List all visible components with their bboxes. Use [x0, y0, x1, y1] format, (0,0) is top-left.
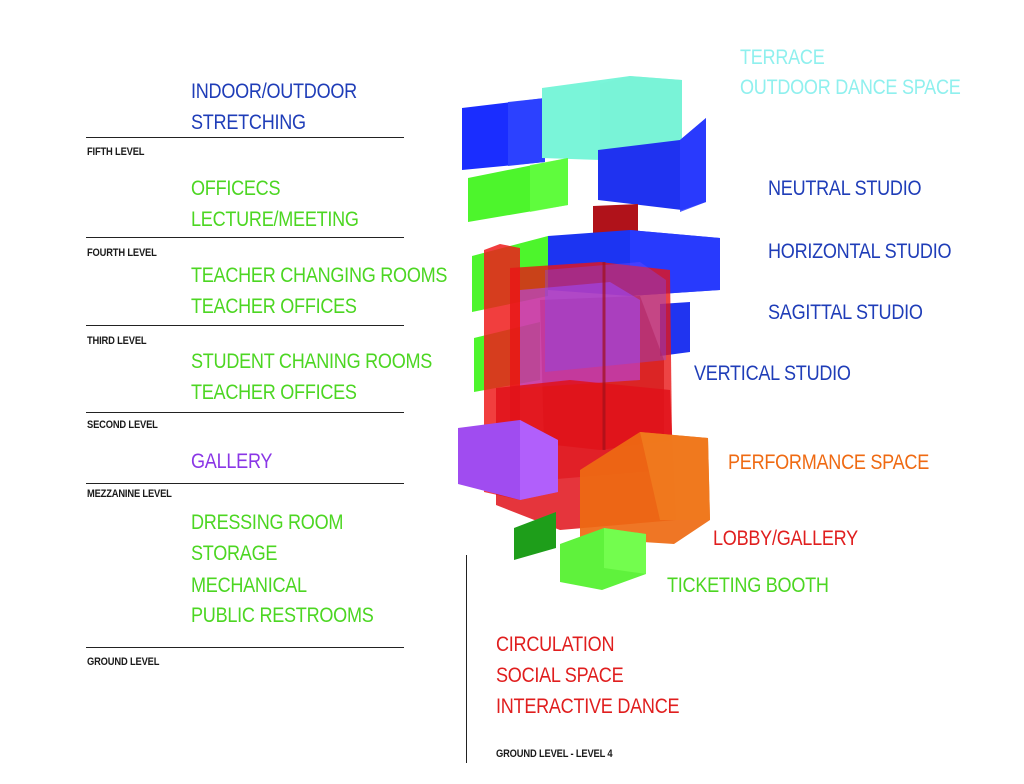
- horizontal-studio-label: HORIZONTAL STUDIO: [768, 240, 952, 263]
- fifth-level-label: FIFTH LEVEL: [87, 146, 145, 158]
- ground-level-label: GROUND LEVEL: [87, 656, 160, 668]
- terrace-label: TERRACE: [740, 46, 825, 69]
- social-space-label: SOCIAL SPACE: [496, 664, 624, 687]
- fourth-level-label: FOURTH LEVEL: [87, 247, 157, 259]
- fifth-level-item-1: INDOOR/OUTDOOR: [191, 80, 357, 103]
- mezzanine-level-item-1: GALLERY: [191, 450, 273, 473]
- mezzanine-level-label: MEZZANINE LEVEL: [87, 488, 172, 500]
- ground-level-item-1: DRESSING ROOM: [191, 511, 344, 534]
- ground-level-item-3: MECHANICAL: [191, 574, 307, 597]
- fourth-level-green-box: [468, 158, 568, 222]
- interactive-dance-label: INTERACTIVE DANCE: [496, 695, 680, 718]
- ground-level-rule: [86, 647, 404, 648]
- third-level-item-2: TEACHER OFFICES: [191, 295, 357, 318]
- third-level-rule: [86, 325, 404, 326]
- fourth-level-item-2: LECTURE/MEETING: [191, 208, 359, 231]
- vertical-studio-label: VERTICAL STUDIO: [694, 362, 851, 385]
- second-level-item-1: STUDENT CHANING ROOMS: [191, 350, 433, 373]
- second-level-rule: [86, 412, 404, 413]
- ticketing-booth-label: TICKETING BOOTH: [667, 574, 829, 597]
- neutral-studio-label: NEUTRAL STUDIO: [768, 177, 922, 200]
- level-range-label: GROUND LEVEL - LEVEL 4: [496, 748, 613, 760]
- fourth-level-item-1: OFFICECS: [191, 177, 281, 200]
- divider-line: [466, 555, 467, 763]
- sagittal-studio-label: SAGITTAL STUDIO: [768, 301, 923, 324]
- dark-green-box: [514, 512, 556, 560]
- ground-level-item-4: PUBLIC RESTROOMS: [191, 604, 374, 627]
- fourth-level-rule: [86, 237, 404, 238]
- performance-space-box: [580, 432, 710, 544]
- lobby-gallery-label: LOBBY/GALLERY: [713, 527, 858, 550]
- terrace-box: [542, 76, 682, 160]
- third-level-item-1: TEACHER CHANGING ROOMS: [191, 264, 448, 287]
- performance-space-label: PERFORMANCE SPACE: [728, 451, 929, 474]
- fifth-level-rule: [86, 137, 404, 138]
- fifth-level-item-2: STRETCHING: [191, 111, 306, 134]
- third-level-label: THIRD LEVEL: [87, 335, 147, 347]
- second-level-item-2: TEACHER OFFICES: [191, 381, 357, 404]
- second-level-label: SECOND LEVEL: [87, 419, 158, 431]
- gallery-box: [458, 420, 558, 500]
- mezzanine-level-rule: [86, 483, 404, 484]
- neutral-studio-box: [598, 118, 706, 212]
- circulation-label: CIRCULATION: [496, 633, 615, 656]
- ground-level-item-2: STORAGE: [191, 542, 278, 565]
- outdoor-dance-space-label: OUTDOOR DANCE SPACE: [740, 76, 961, 99]
- ticketing-booth-box: [560, 528, 646, 590]
- top-blue-box: [462, 98, 545, 170]
